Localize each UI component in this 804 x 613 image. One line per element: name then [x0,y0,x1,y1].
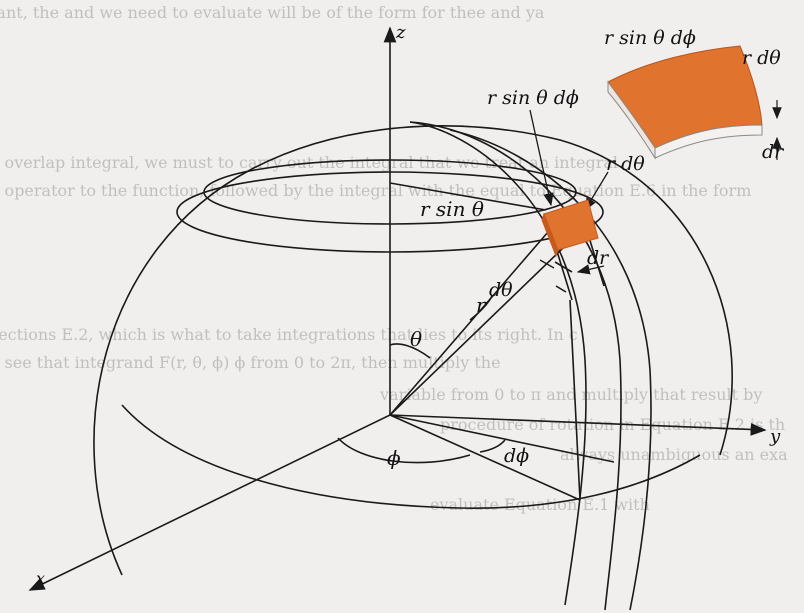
radius-line-r-dtheta [389,247,564,416]
vertical-drop-line [569,299,581,501]
background-text-line: sections E.2, which is what to take inte… [0,325,578,344]
dphi-label: dϕ [504,445,529,467]
inset-r-sin-theta-dphi-label: r sin θ dϕ [604,27,696,49]
dr-tick [554,261,573,273]
r-sin-theta-label: r sin θ [420,197,484,221]
background-text-line: always unambiguous an exa [560,445,788,464]
theta-label: θ [410,327,422,351]
y-axis-label: y [769,426,781,447]
inset-dr-label: dr [762,141,785,163]
meridian-arc-3 [449,129,652,611]
projection-line [389,414,615,463]
meridian-arc-2 [409,121,622,611]
element-r-sin-theta-dphi-label: r sin θ dϕ [487,87,579,109]
meridian-arc-1 [409,121,587,606]
inset-r-dtheta-label: r dθ [742,47,781,69]
radius-line-r [389,231,549,416]
y-axis [389,414,767,436]
background-text-line: variable from 0 to π and multiply that r… [379,385,762,404]
r-sin-theta-line [389,182,547,211]
element-r-dtheta-label: r dθ [606,153,645,175]
dphi-arc [479,439,506,453]
dtheta-arc [469,295,493,321]
phi-arc [337,437,471,464]
volume-element [541,199,599,258]
background-text-line: tant, the and we need to evaluate will b… [0,3,545,22]
dr-extension-line [587,233,605,287]
x-axis-label: x [36,569,45,588]
projection-line [389,414,581,501]
volume-element-inset [607,45,782,160]
x-axis [28,414,391,591]
r-label: r [476,293,487,317]
leader-dr-right [576,264,605,275]
background-text-line: e see that integrand F(r, θ, ϕ) ϕ from 0… [0,353,501,372]
phi-label: ϕ [387,446,401,470]
dtheta-label: dθ [489,279,513,301]
leader-dr-left [539,259,555,269]
equator [121,404,701,509]
dr-tick [555,285,567,293]
dr-extension-line [555,247,573,301]
element-dr-label: dr [587,247,610,269]
sphere-outline [93,125,733,576]
theta-arc [389,343,431,359]
leader-r-sin-theta-dphi [529,109,554,207]
z-axis-label: z [395,22,406,43]
background-text-line: e operator to the function, followed by … [0,181,751,200]
